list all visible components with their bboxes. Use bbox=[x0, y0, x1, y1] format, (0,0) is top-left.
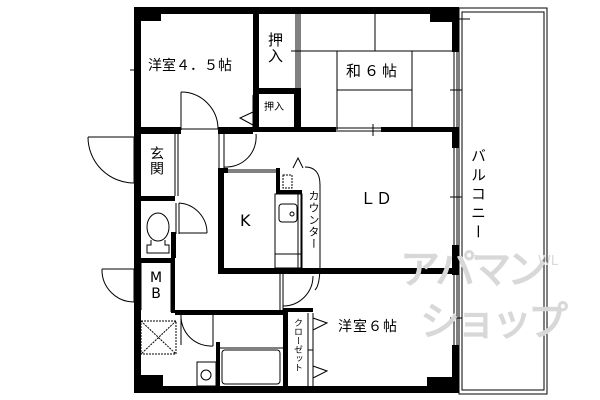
room-label-closet-small: 押入 bbox=[264, 102, 284, 113]
watermark-line1: アパマン bbox=[400, 247, 547, 293]
room-label-western-6: 洋室６帖 bbox=[338, 319, 398, 335]
room-label-closet-upper: 押入 bbox=[266, 32, 284, 64]
room-label-western-4-5: 洋室４．５帖 bbox=[148, 58, 232, 74]
room-label-balcony: バルコニー bbox=[469, 148, 487, 243]
room-label-counter: カウンター bbox=[307, 190, 320, 250]
room-label-japanese-6: 和６帖 bbox=[346, 62, 401, 80]
room-label-meter-box: MB bbox=[149, 270, 163, 303]
room-label-living-dining: ＬＤ bbox=[360, 189, 393, 208]
room-label-entrance: 玄関 bbox=[148, 146, 164, 176]
watermark-suffix: WL bbox=[538, 254, 559, 269]
room-label-closet-wardrobe: クローゼット bbox=[292, 318, 302, 372]
watermark-line2: ショップ bbox=[420, 299, 568, 345]
room-label-kitchen: K bbox=[240, 211, 251, 230]
